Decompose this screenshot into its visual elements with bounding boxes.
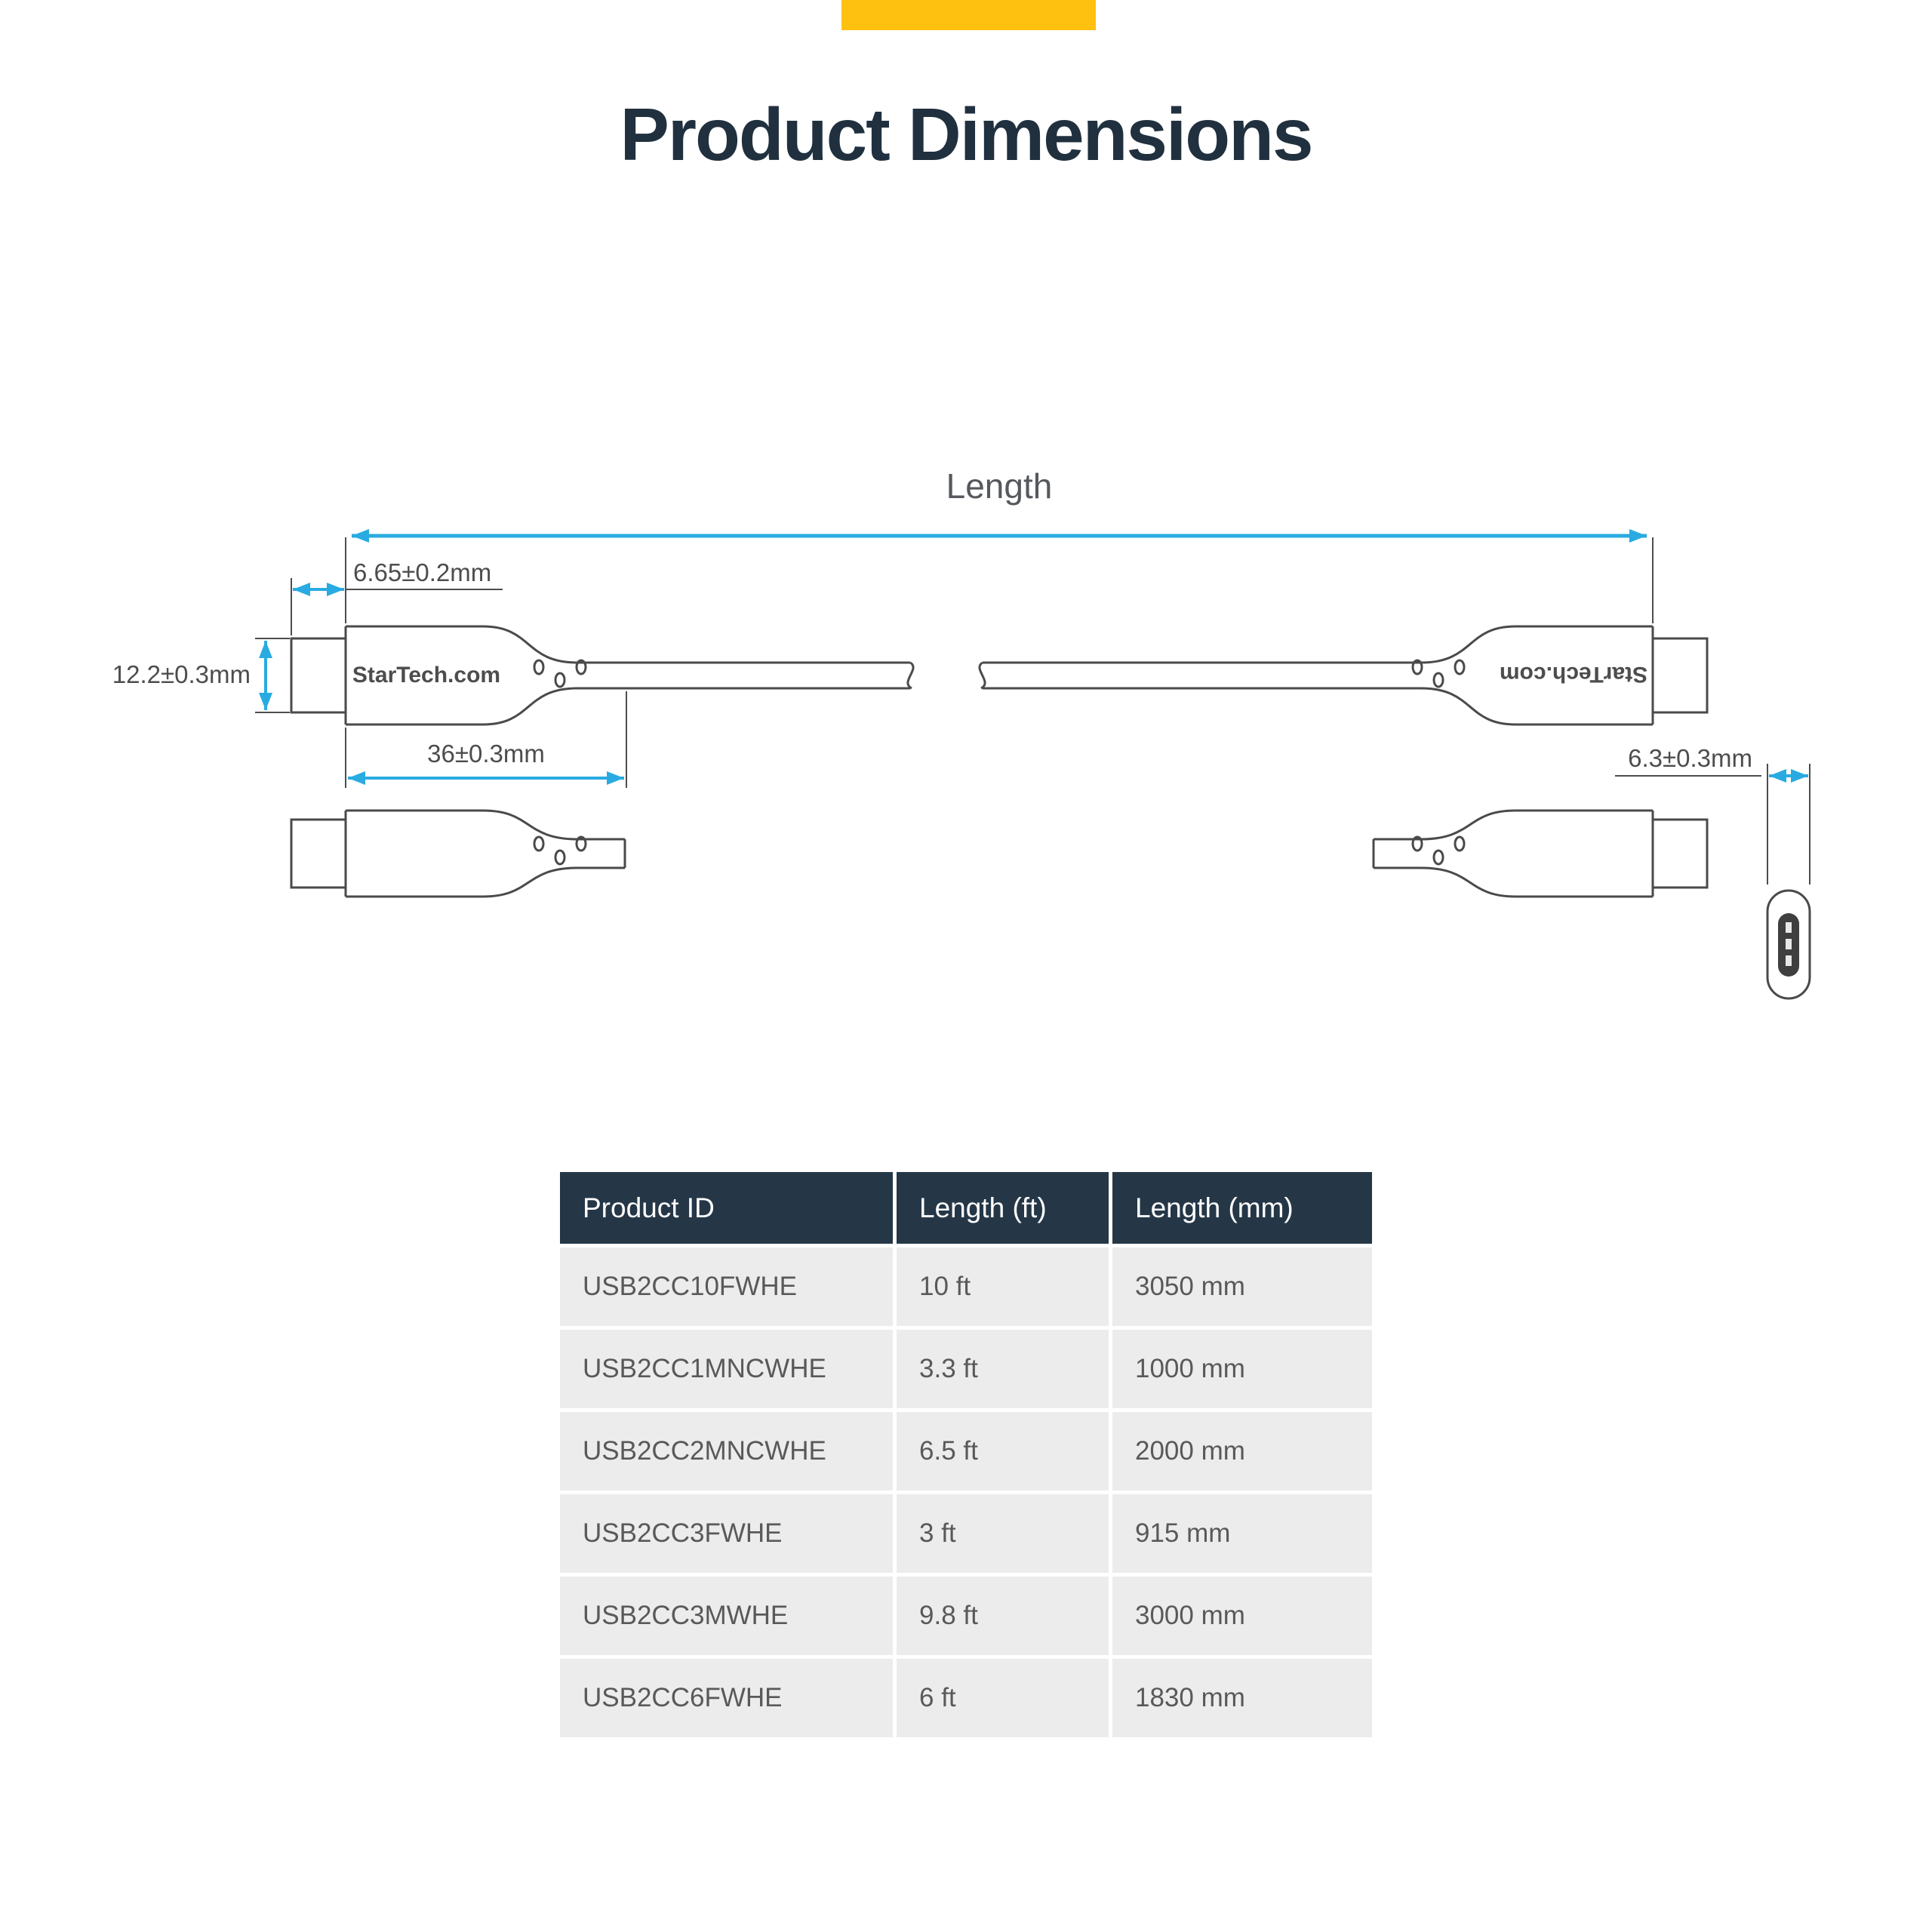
length-mm-cell: 1000 mm xyxy=(1112,1330,1372,1408)
length-ft-cell: 6.5 ft xyxy=(897,1412,1109,1491)
usb-c-tip xyxy=(290,818,347,889)
length-mm-cell: 3050 mm xyxy=(1112,1247,1372,1326)
contact-mark-icon xyxy=(1454,835,1466,852)
length-mm-cell: 2000 mm xyxy=(1112,1412,1372,1491)
product-id-cell: USB2CC3FWHE xyxy=(560,1494,893,1573)
thickness-label: 6.3±0.3mm xyxy=(1628,744,1752,772)
length-mm-cell: 915 mm xyxy=(1112,1494,1372,1573)
connector-front-view xyxy=(1766,889,1811,1000)
contact-mark-icon xyxy=(1411,835,1423,852)
height-dimension: 12.2±0.3mm xyxy=(112,638,290,713)
product-id-cell: USB2CC3MWHE xyxy=(560,1577,893,1655)
left-connector-side-view: StarTech.com xyxy=(290,625,915,726)
page-title: Product Dimensions xyxy=(620,93,1314,176)
tip-length-label: 6.65±0.2mm xyxy=(353,558,491,586)
height-label: 12.2±0.3mm xyxy=(112,660,251,688)
contact-mark-icon xyxy=(1411,659,1423,675)
cable-break xyxy=(978,661,986,690)
cable-dimension-diagram: Length 6.65±0.2mm 12.2±0.3mm StarTech.co… xyxy=(112,466,1811,1000)
right-connector-bottom-view xyxy=(1372,809,1709,898)
brand-accent-bar xyxy=(841,0,1096,30)
usb-c-tip xyxy=(1651,637,1709,714)
contact-mark-icon xyxy=(575,835,587,852)
contact-mark-icon xyxy=(575,659,587,675)
contact-mark-icon xyxy=(533,659,545,675)
brand-logo: StarTech.com xyxy=(352,663,500,688)
column-header-product-id: Product ID xyxy=(560,1172,893,1244)
length-ft-cell: 3.3 ft xyxy=(897,1330,1109,1408)
product-id-cell: USB2CC2MNCWHE xyxy=(560,1412,893,1491)
thickness-dimension: 6.3±0.3mm xyxy=(1615,744,1810,884)
length-dimension: Length xyxy=(345,466,1654,623)
left-connector-bottom-view xyxy=(290,809,626,898)
length-mm-cell: 1830 mm xyxy=(1112,1659,1372,1737)
cable-break xyxy=(906,661,915,690)
column-header-length-ft: Length (ft) xyxy=(897,1172,1109,1244)
contact-mark-icon xyxy=(1432,849,1444,866)
brand-logo: StarTech.com xyxy=(1500,662,1647,687)
length-ft-cell: 10 ft xyxy=(897,1247,1109,1326)
column-header-length-mm: Length (mm) xyxy=(1112,1172,1372,1244)
contact-mark-icon xyxy=(554,672,566,688)
tip-length-dimension: 6.65±0.2mm xyxy=(291,558,503,635)
length-mm-cell: 3000 mm xyxy=(1112,1577,1372,1655)
length-ft-cell: 9.8 ft xyxy=(897,1577,1109,1655)
usb-c-tip xyxy=(1651,818,1709,889)
body-length-label: 36±0.3mm xyxy=(427,740,545,768)
contact-mark-icon xyxy=(1432,672,1444,688)
length-label: Length xyxy=(946,466,1053,506)
right-connector-side-view: StarTech.com xyxy=(978,625,1709,726)
usb-c-tip xyxy=(290,637,347,714)
length-ft-cell: 3 ft xyxy=(897,1494,1109,1573)
product-id-cell: USB2CC6FWHE xyxy=(560,1659,893,1737)
product-id-cell: USB2CC1MNCWHE xyxy=(560,1330,893,1408)
body-length-dimension: 36±0.3mm xyxy=(345,691,627,788)
contact-mark-icon xyxy=(1454,659,1466,675)
length-ft-cell: 6 ft xyxy=(897,1659,1109,1737)
contact-mark-icon xyxy=(554,849,566,866)
contact-mark-icon xyxy=(533,835,545,852)
product-id-cell: USB2CC10FWHE xyxy=(560,1247,893,1326)
product-dimensions-table: Product ID Length (ft) Length (mm) USB2C… xyxy=(560,1172,1372,1737)
